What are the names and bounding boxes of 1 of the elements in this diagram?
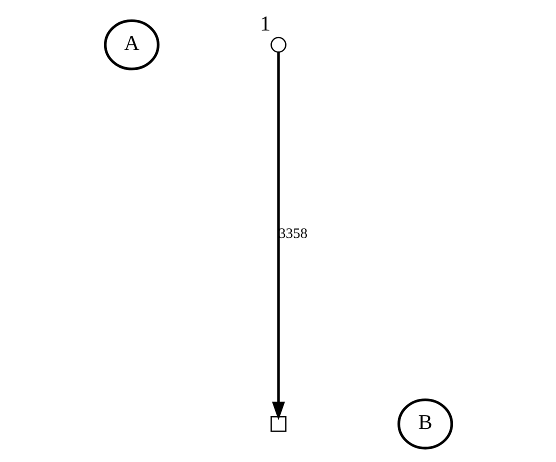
node-label: 1 xyxy=(259,12,270,36)
